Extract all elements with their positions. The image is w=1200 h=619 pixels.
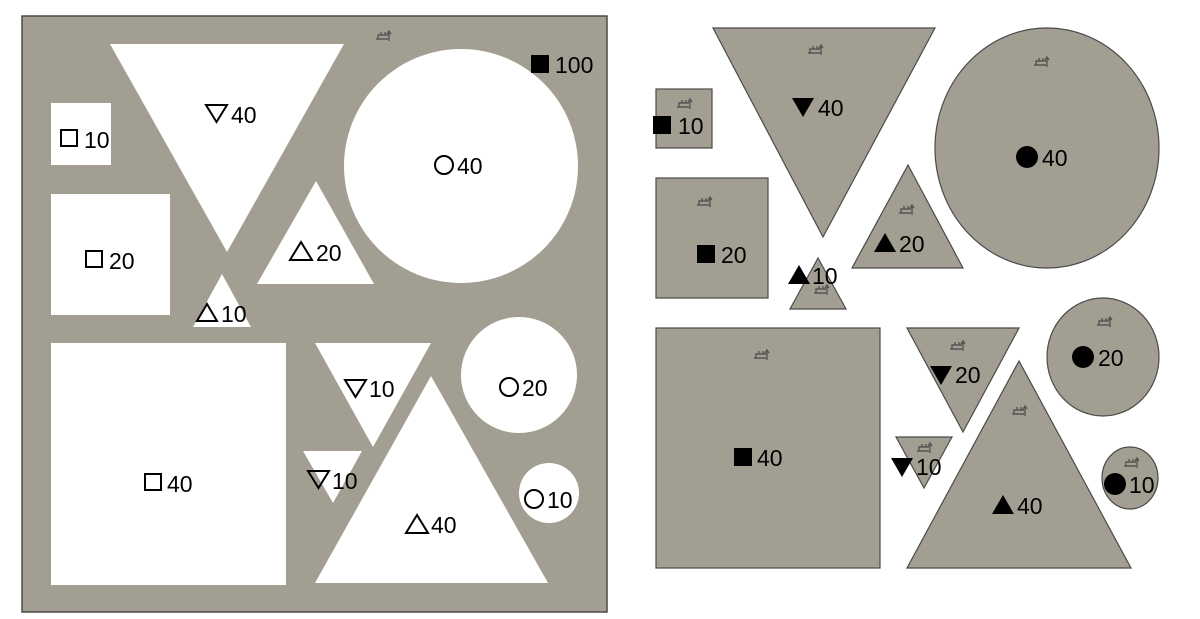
triangle-down-outline-icon bbox=[204, 104, 229, 124]
label-triangle-up-10: 10 bbox=[221, 301, 247, 327]
left-plate: 10 20 40 40 20 10 40 100 10 10 20 10 40 bbox=[21, 15, 608, 613]
part-square-10 bbox=[655, 88, 713, 149]
hole-circle-40 bbox=[344, 49, 578, 283]
part-square-20 bbox=[655, 177, 769, 299]
square-filled-icon bbox=[531, 55, 549, 73]
right-parts bbox=[655, 27, 1160, 569]
hole-triangle-up-10 bbox=[193, 274, 251, 327]
square-filled-icon bbox=[697, 245, 715, 263]
hole-triangle-down-40 bbox=[110, 44, 344, 252]
label-square-10: 10 bbox=[678, 113, 704, 139]
label-triangle-up-20: 20 bbox=[316, 240, 342, 266]
label-triangle-up-40: 40 bbox=[431, 512, 457, 538]
label-square-10: 10 bbox=[84, 127, 110, 153]
label-circle-10: 10 bbox=[547, 487, 573, 513]
circle-filled-icon bbox=[1016, 146, 1038, 168]
square-filled-icon bbox=[653, 116, 671, 134]
square-outline-icon bbox=[144, 473, 162, 491]
part-circle-40 bbox=[934, 27, 1160, 269]
label-square-20: 20 bbox=[721, 242, 747, 268]
label-triangle-up-40: 40 bbox=[1017, 493, 1043, 519]
label-circle-10: 10 bbox=[1129, 472, 1155, 498]
hole-triangle-down-10b bbox=[303, 451, 362, 503]
triangle-up-filled-icon bbox=[992, 495, 1014, 514]
hole-triangle-down-10a bbox=[315, 343, 431, 447]
hole-square-40 bbox=[51, 343, 286, 585]
label-circle-40: 40 bbox=[457, 153, 483, 179]
label-circle-40: 40 bbox=[1042, 145, 1068, 171]
circle-outline-icon bbox=[499, 377, 519, 397]
circle-filled-icon bbox=[1104, 473, 1126, 495]
circle-filled-icon bbox=[1072, 346, 1094, 368]
circle-outline-icon bbox=[434, 155, 454, 175]
label-circle-20: 20 bbox=[1098, 345, 1124, 371]
hole-triangle-up-20 bbox=[257, 181, 374, 284]
label-circle-20: 20 bbox=[522, 375, 548, 401]
part-triangle-down-40 bbox=[712, 27, 937, 239]
triangle-down-filled-icon bbox=[792, 98, 814, 117]
part-square-40 bbox=[655, 327, 881, 569]
triangle-up-outline-icon bbox=[288, 240, 314, 261]
part-triangle-down-20 bbox=[905, 327, 1021, 434]
triangle-up-filled-icon bbox=[788, 265, 810, 284]
triangle-down-outline-icon bbox=[306, 470, 331, 490]
label-triangle-down-20: 20 bbox=[955, 362, 981, 388]
triangle-down-filled-icon bbox=[930, 366, 952, 385]
label-triangle-down-10: 10 bbox=[916, 454, 942, 480]
square-filled-icon bbox=[734, 448, 752, 466]
triangle-up-outline-icon bbox=[404, 513, 430, 534]
label-square-20: 20 bbox=[109, 248, 135, 274]
part-circle-20 bbox=[1046, 297, 1160, 417]
hole-triangle-up-40 bbox=[315, 376, 548, 583]
square-outline-icon bbox=[85, 250, 103, 268]
triangle-down-outline-icon bbox=[343, 379, 368, 399]
triangle-up-filled-icon bbox=[874, 233, 896, 252]
triangle-up-outline-icon bbox=[195, 302, 219, 322]
right-part-labels: 10 20 40 40 20 10 40 20 10 20 10 40 bbox=[653, 95, 1155, 519]
label-triangle-up-10: 10 bbox=[812, 263, 838, 289]
label-triangle-down-10b: 10 bbox=[332, 468, 358, 494]
circle-outline-icon bbox=[524, 489, 544, 509]
hole-square-20 bbox=[51, 194, 170, 315]
triangle-down-filled-icon bbox=[891, 458, 913, 477]
square-outline-icon bbox=[60, 129, 78, 147]
label-square-40: 40 bbox=[167, 471, 193, 497]
hole-circle-20 bbox=[461, 317, 577, 433]
label-triangle-up-20: 20 bbox=[899, 231, 925, 257]
label-square-40: 40 bbox=[757, 445, 783, 471]
label-triangle-down-40: 40 bbox=[818, 95, 844, 121]
part-triangle-up-40 bbox=[905, 359, 1133, 569]
label-triangle-down-10a: 10 bbox=[369, 376, 395, 402]
label-triangle-down-40: 40 bbox=[231, 102, 257, 128]
label-marker-100: 100 bbox=[555, 52, 593, 78]
